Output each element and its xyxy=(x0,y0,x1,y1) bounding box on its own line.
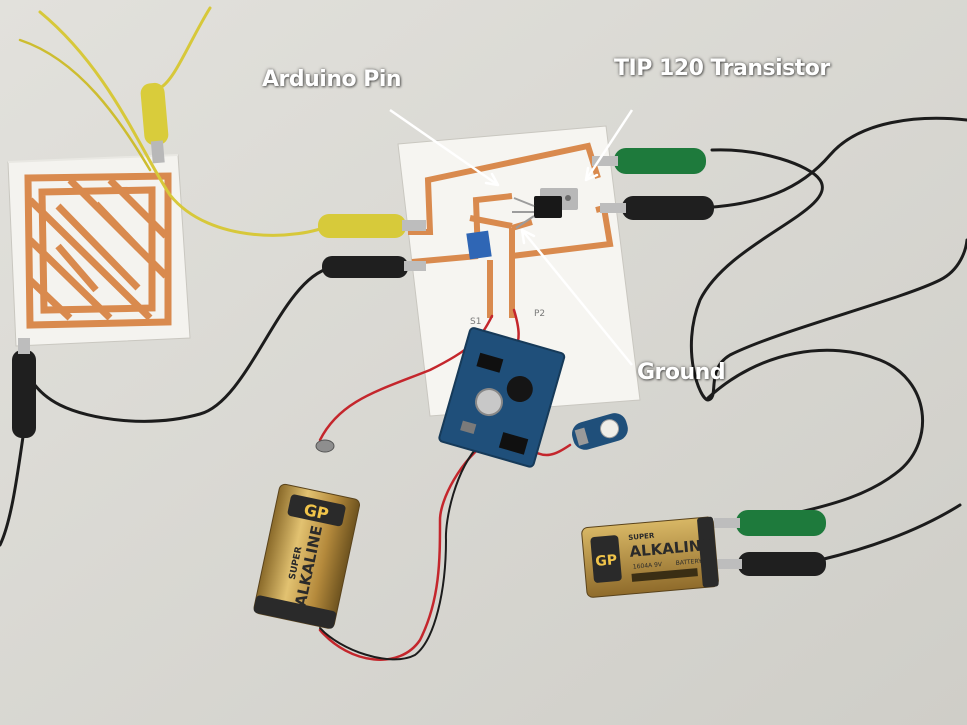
black-wire-left xyxy=(20,266,332,423)
arrow-tip120 xyxy=(584,109,634,181)
black-wire-right xyxy=(690,148,967,402)
black-clip-top xyxy=(600,196,714,220)
microphone xyxy=(315,439,335,453)
red-wire-2 xyxy=(318,438,492,661)
yellow-wire xyxy=(38,10,332,237)
green-clip-top xyxy=(592,148,706,174)
battery-left-brand: GP xyxy=(302,500,331,524)
green-clip-battery xyxy=(714,510,826,536)
battery-right-model: 1604A 9V xyxy=(633,561,664,571)
battery-right: GP SUPER ALKALINE 1604A 9V BATTERY xyxy=(581,516,719,598)
battery-right-type: BATTERY xyxy=(675,558,702,567)
battery-right-line1: SUPER xyxy=(628,532,655,542)
annotation-arduino-pin: Arduino Pin xyxy=(262,67,402,92)
black-clip-left xyxy=(12,338,36,438)
black-wire-left-down xyxy=(0,428,26,547)
tip120-transistor xyxy=(512,188,578,229)
yellow-wire-loop xyxy=(18,38,152,172)
battery-right-brand: GP xyxy=(595,552,618,570)
annotation-arrows xyxy=(389,108,634,366)
black-wire-right-3 xyxy=(706,348,924,514)
yellow-clip-right xyxy=(318,214,426,238)
black-clip-battery xyxy=(716,552,826,576)
annotation-tip120-transistor: TIP 120 Transistor xyxy=(614,56,830,81)
sound-module-pcb xyxy=(438,327,566,468)
black-wire-right-2 xyxy=(698,116,967,210)
board-mark-p2: P2 xyxy=(534,309,545,319)
battery-left: GP SUPER ALKALINE xyxy=(253,483,361,629)
black-wire-2 xyxy=(319,443,481,661)
yellow-wire-top xyxy=(158,6,212,90)
speaker-board xyxy=(571,413,628,450)
arrow-ground xyxy=(521,229,633,366)
copper-sensor-paper xyxy=(7,154,191,347)
yellow-clip-top xyxy=(140,82,169,164)
arrow-arduino-pin xyxy=(389,108,499,187)
black-wire-battery xyxy=(818,503,962,562)
board-mark-s1: S1 xyxy=(470,317,481,327)
annotation-ground: Ground xyxy=(637,360,726,385)
black-clip-right xyxy=(322,256,426,278)
